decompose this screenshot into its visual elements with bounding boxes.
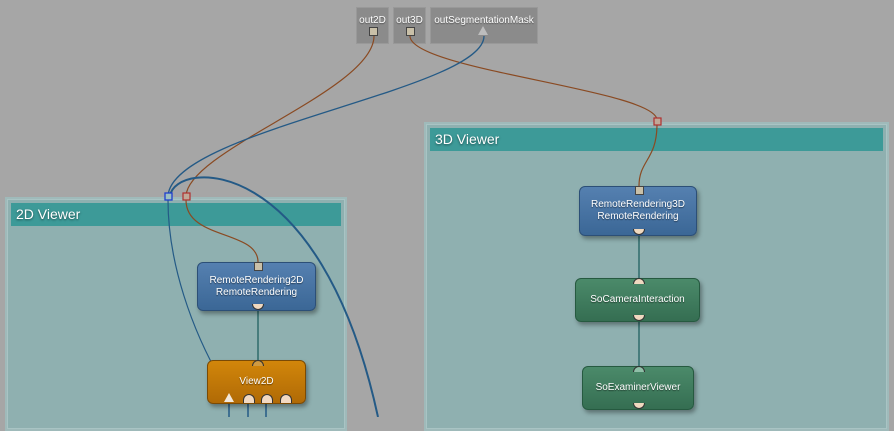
group-2d-viewer-title: 2D Viewer <box>11 203 341 226</box>
remote3d-input-port[interactable] <box>635 186 644 195</box>
wire-junction-remote3d <box>638 123 658 187</box>
node-view2d-label: View2D <box>239 376 274 387</box>
view2d-port-c[interactable] <box>280 394 292 403</box>
view2d-input-port[interactable] <box>252 360 264 366</box>
node-remote-rendering-3d-line1: RemoteRendering3D <box>591 199 685 210</box>
junction-scene <box>164 192 173 201</box>
output-out3d-label: out3D <box>396 15 423 26</box>
output-out2d-label: out2D <box>359 15 386 26</box>
node-remote-rendering-2d-line2: RemoteRendering <box>215 286 298 298</box>
junction-image-3d <box>653 117 662 126</box>
view2d-port-b[interactable] <box>261 394 273 403</box>
node-so-camera-interaction-label: SoCameraInteraction <box>590 294 685 305</box>
wire-out3d-junction <box>409 35 658 121</box>
output-out3d[interactable]: out3D <box>393 7 426 44</box>
node-so-examiner-viewer-label: SoExaminerViewer <box>595 382 681 393</box>
output-out2d[interactable]: out2D <box>356 7 389 44</box>
view2d-port-a[interactable] <box>243 394 255 403</box>
group-3d-viewer-title: 3D Viewer <box>430 128 883 151</box>
node-view2d[interactable]: View2D <box>207 360 306 404</box>
node-remote-rendering-3d-line2: RemoteRendering <box>597 211 679 222</box>
node-remote-rendering-2d-line1: RemoteRendering2D <box>209 274 304 286</box>
view2d-port-tri[interactable] <box>224 393 234 402</box>
camera-input-port[interactable] <box>633 278 645 284</box>
junction-image-2d <box>182 192 191 201</box>
examiner-input-port[interactable] <box>633 366 645 372</box>
wire-outseg-junction <box>167 35 485 197</box>
output-outseg-port[interactable] <box>478 26 488 35</box>
wire-junction-remote2d <box>185 199 259 263</box>
remote2d-input-port[interactable] <box>254 262 263 271</box>
output-outseg-label: outSegmentationMask <box>434 15 534 26</box>
wire-scene-curve <box>169 176 379 417</box>
output-out2d-port[interactable] <box>369 27 378 36</box>
node-so-examiner-viewer[interactable]: SoExaminerViewer <box>582 366 694 410</box>
wire-out2d-junction <box>185 35 375 197</box>
output-out3d-port[interactable] <box>406 27 415 36</box>
connection-wires <box>164 35 662 417</box>
